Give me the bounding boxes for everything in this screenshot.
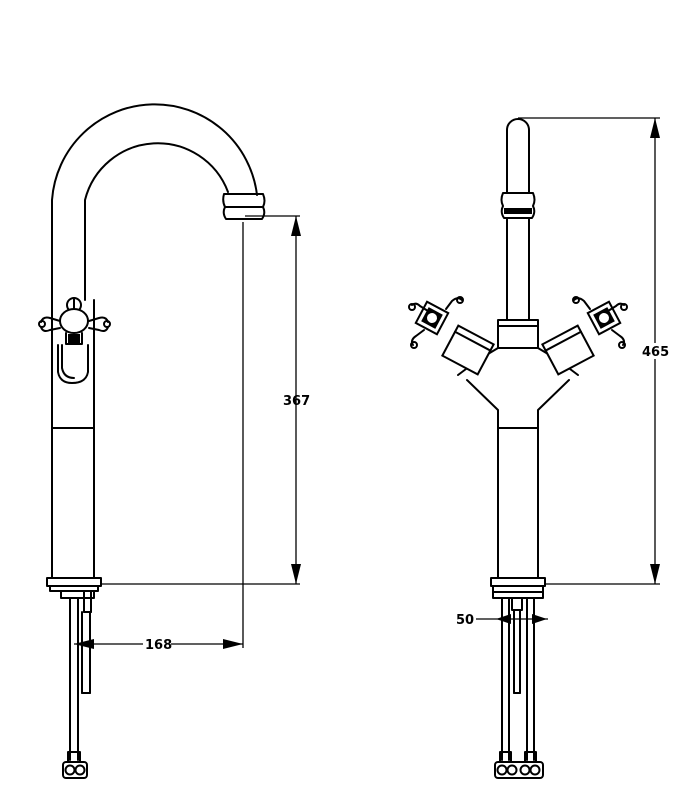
dim-hole-diameter bbox=[476, 614, 548, 624]
front-body bbox=[466, 379, 570, 611]
dim-label-50: 50 bbox=[456, 613, 474, 628]
front-right-handle bbox=[537, 296, 628, 376]
dim-label-bg bbox=[640, 343, 670, 359]
side-body bbox=[46, 299, 102, 613]
dim-label-168: 168 bbox=[145, 638, 172, 653]
front-supply-pipes bbox=[494, 597, 544, 779]
front-left-handle bbox=[408, 296, 499, 376]
front-view: 465 50 bbox=[408, 117, 670, 779]
dim-label-367: 367 bbox=[283, 394, 310, 409]
dim-label-465: 465 bbox=[642, 345, 669, 360]
side-cross-handle bbox=[38, 297, 111, 384]
side-supply-pipes bbox=[62, 597, 91, 779]
side-view: 367 168 bbox=[38, 103, 310, 779]
dim-label-bg bbox=[143, 636, 171, 652]
front-spout bbox=[497, 118, 539, 349]
dim-spout-height bbox=[101, 215, 301, 585]
dim-spout-reach bbox=[74, 222, 244, 649]
side-spout bbox=[51, 103, 266, 301]
